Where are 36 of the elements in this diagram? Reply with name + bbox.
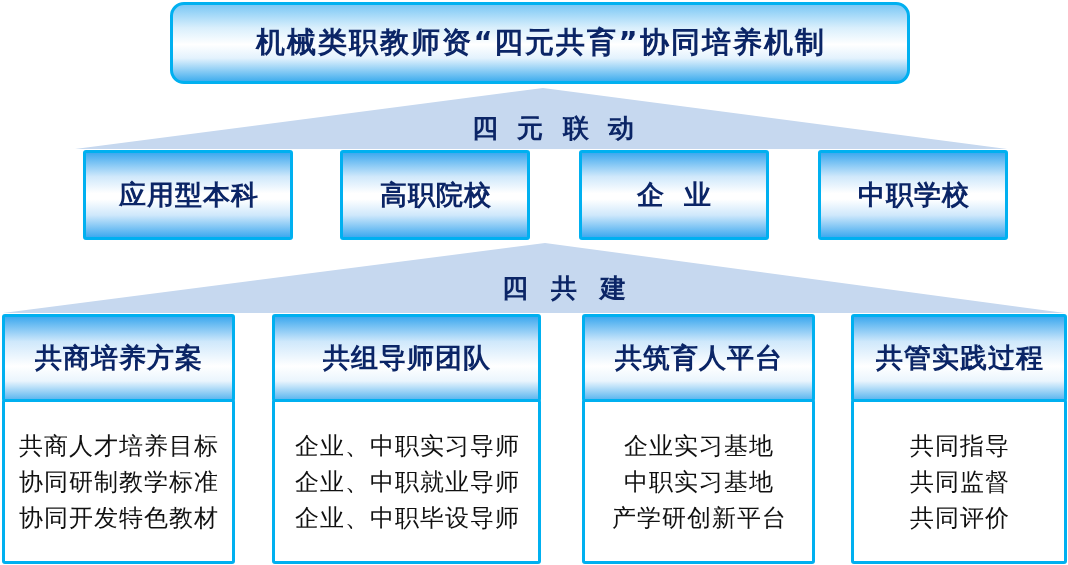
box — [83, 150, 293, 240]
list-item: 共同评价 — [908, 502, 1010, 534]
heading-box — [272, 314, 541, 402]
content-box — [582, 399, 815, 564]
list-item: 企业、中职实习导师 — [293, 430, 520, 462]
content-box — [2, 399, 235, 564]
heading-text: 共组导师团队 — [322, 341, 491, 375]
box-label: 应用型本科 — [117, 178, 259, 212]
content-box — [851, 399, 1067, 564]
band-label: 四元联动 — [470, 111, 654, 145]
box — [818, 150, 1008, 240]
list-item: 企业实习基地 — [623, 430, 774, 462]
box — [579, 150, 769, 240]
heading-box — [851, 314, 1067, 402]
title-text: 机械类职教师资“四元共育”协同培养机制 — [254, 24, 826, 61]
heading-text: 共商培养方案 — [34, 341, 203, 375]
list-item: 企业、中职毕设导师 — [293, 502, 520, 534]
content-box — [272, 399, 541, 564]
heading-text: 共筑育人平台 — [614, 341, 783, 375]
heading-box — [582, 314, 815, 402]
title-box — [170, 2, 910, 84]
box — [340, 150, 530, 240]
heading-text: 共管实践过程 — [874, 341, 1044, 375]
list-item: 共同监督 — [908, 466, 1010, 498]
band-label: 四共建 — [500, 271, 650, 305]
list-item: 产学研创新平台 — [610, 502, 787, 534]
list-item: 中职实习基地 — [623, 466, 774, 498]
box-label: 高职院校 — [378, 178, 492, 212]
box-label: 中职学校 — [856, 178, 970, 212]
heading-box — [2, 314, 235, 402]
list-item: 协同研制教学标准 — [18, 466, 219, 498]
list-item: 共同指导 — [908, 430, 1010, 462]
list-item: 共商人才培养目标 — [18, 430, 219, 462]
box-label: 企业 — [635, 178, 732, 212]
list-item: 协同开发特色教材 — [18, 502, 219, 534]
list-item: 企业、中职就业导师 — [293, 466, 520, 498]
